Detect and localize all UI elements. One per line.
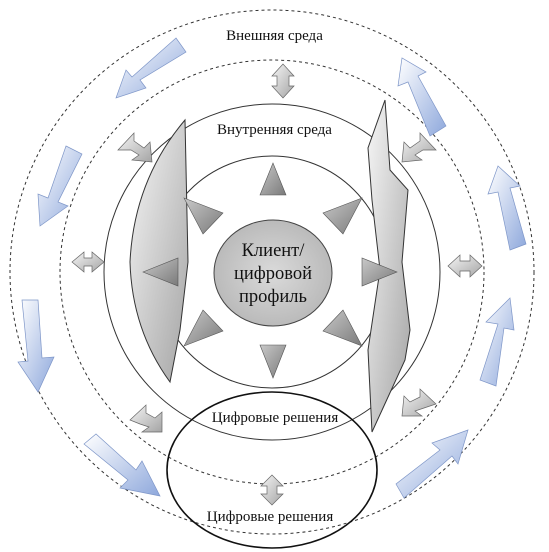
digital-solutions-label-lower: Цифровые решения (206, 509, 334, 525)
core-ring-outer (103, 103, 441, 441)
blue-arrow-right-2-icon (487, 165, 527, 251)
double-arrow-bottom-icon (260, 474, 284, 506)
triangle-lower-right (322, 309, 363, 347)
outer-environment-boundary (9, 9, 535, 535)
triangle-upper-left (183, 197, 224, 235)
double-arrow-top-icon (271, 63, 295, 99)
center-triangles (142, 162, 398, 379)
blue-arrow-right-3-icon (479, 297, 515, 387)
client-profile-ellipse (213, 219, 333, 327)
digital-solutions-label-upper: Цифровые решения (211, 410, 339, 426)
flow-arrows (17, 37, 527, 499)
double-arrow-upper-right-icon (401, 132, 437, 163)
triangle-lower-left (183, 309, 224, 347)
exchange-arrows (71, 63, 483, 506)
triangle-up (259, 162, 287, 196)
double-arrow-left-icon (71, 251, 105, 273)
double-arrow-lower-right-icon (401, 388, 437, 417)
digital-solutions-ellipse (166, 391, 378, 549)
blue-arrow-left-3-icon (17, 299, 55, 393)
blue-arrow-left-2-icon (37, 145, 83, 227)
double-arrow-upper-left-icon (117, 132, 153, 163)
double-arrow-lower-left-icon (129, 404, 163, 433)
inner-environment-label: Внутренняя среда (217, 122, 332, 138)
triangle-left (142, 257, 179, 287)
right-swirl-shape (367, 99, 411, 433)
blue-arrow-left-4-icon (83, 433, 161, 497)
left-swirl-shape (129, 118, 189, 384)
blue-arrow-right-4-icon (395, 429, 469, 499)
triangle-upper-right (322, 197, 363, 235)
blue-arrow-left-1-icon (115, 37, 187, 99)
triangle-right (361, 257, 398, 287)
triangle-down (259, 344, 287, 379)
double-arrow-right-icon (447, 254, 483, 278)
client-profile-label: Клиент/ цифровой профиль (233, 241, 313, 307)
blue-arrow-right-1-icon (397, 57, 447, 137)
outer-environment-label: Внешняя среда (226, 28, 323, 44)
